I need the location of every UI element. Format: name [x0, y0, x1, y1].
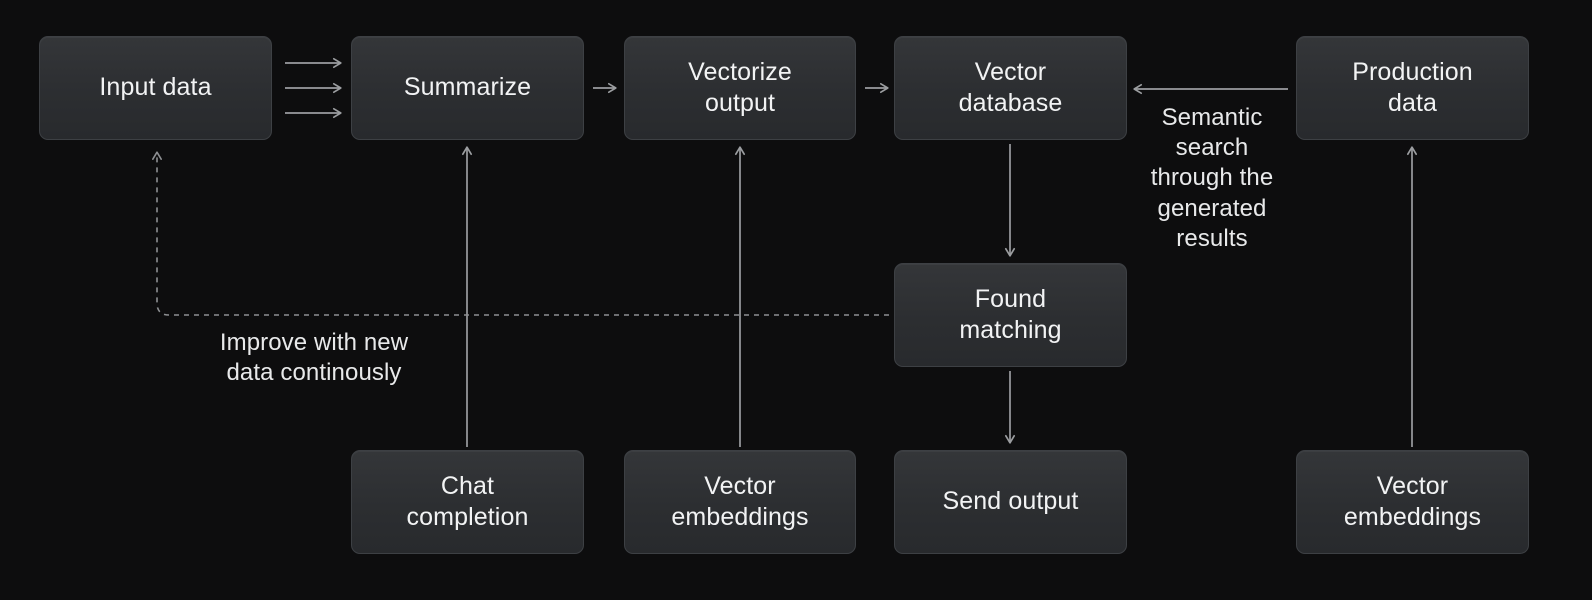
edge-label-semantic-search: Semantic search through the generated re…	[1150, 104, 1274, 252]
node-label-vector-embeddings-mid: Vector embeddings	[671, 471, 809, 532]
node-send-output[interactable]: Send output	[894, 450, 1127, 554]
node-label-production-data: Production data	[1352, 57, 1473, 118]
node-label-chat-completion: Chat completion	[406, 471, 529, 532]
node-label-send-output: Send output	[942, 487, 1079, 516]
node-vector-embeddings-mid[interactable]: Vector embeddings	[624, 450, 856, 554]
node-label-vector-embeddings-right: Vector embeddings	[1343, 471, 1482, 532]
node-label-vectorize-output: Vectorize output	[688, 57, 792, 118]
node-found-matching[interactable]: Found matching	[894, 263, 1127, 367]
node-label-input-data: Input data	[99, 73, 212, 102]
edge-found-to-input-feedback	[152, 151, 889, 316]
node-production-data[interactable]: Production data	[1296, 36, 1529, 140]
node-vector-embeddings-right[interactable]: Vector embeddings	[1296, 450, 1529, 554]
node-label-summarize: Summarize	[403, 73, 532, 102]
edge-label-improve-with-new-data: Improve with new data continously	[219, 329, 409, 387]
node-summarize[interactable]: Summarize	[351, 36, 584, 140]
node-label-found-matching: Found matching	[959, 284, 1062, 345]
node-chat-completion[interactable]: Chat completion	[351, 450, 584, 554]
node-vector-database[interactable]: Vector database	[894, 36, 1127, 140]
node-input-data[interactable]: Input data	[39, 36, 272, 140]
node-label-vector-database: Vector database	[958, 57, 1063, 118]
node-vectorize-output[interactable]: Vectorize output	[624, 36, 856, 140]
